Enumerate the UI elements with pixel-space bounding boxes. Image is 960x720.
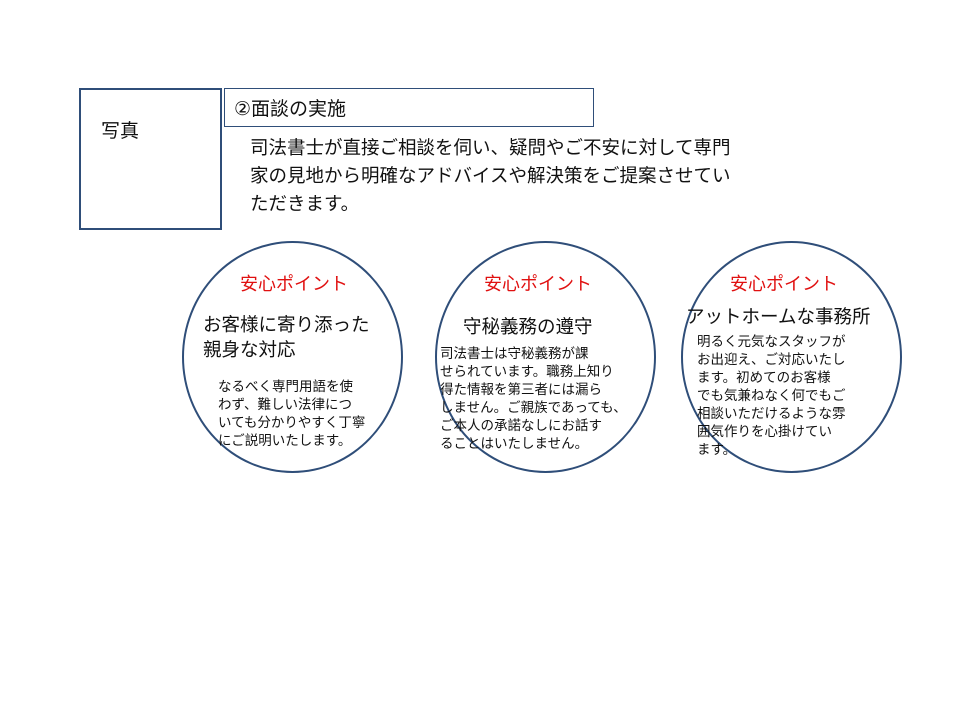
point-circle-1 (182, 241, 403, 473)
point-title-2: 守秘義務の遵守 (463, 317, 593, 338)
photo-placeholder: 写真 (79, 88, 222, 230)
point-badge-1: 安心ポイント (240, 274, 348, 295)
step-description: 司法書士が直接ご相談を伺い、疑問やご不安に対して専門 家の見地から明確なアドバイ… (250, 138, 731, 215)
point-body-2: 司法書士は守秘義務が課 せられています。職務上知り 得た情報を第三者には漏ら し… (440, 346, 627, 452)
point-badge-3: 安心ポイント (730, 274, 838, 295)
point-body-1: なるべく専門用語を使 わず、難しい法律につ いても分かりやすく丁寧 にご説明いた… (218, 379, 366, 449)
point-circle-2 (435, 241, 656, 473)
point-title-3: アットホームな事務所 (686, 307, 871, 328)
step-header: ②面談の実施 (224, 88, 594, 127)
photo-placeholder-label: 写真 (101, 120, 140, 142)
point-circle-3 (681, 241, 902, 473)
point-body-3: 明るく元気なスタッフが お出迎え、ご対応いたし ます。初めてのお客様 でも気兼ね… (697, 334, 846, 458)
step-title: ②面談の実施 (234, 98, 347, 120)
point-badge-2: 安心ポイント (484, 274, 592, 295)
point-title-1: お客様に寄り添った 親身な対応 (203, 315, 370, 361)
